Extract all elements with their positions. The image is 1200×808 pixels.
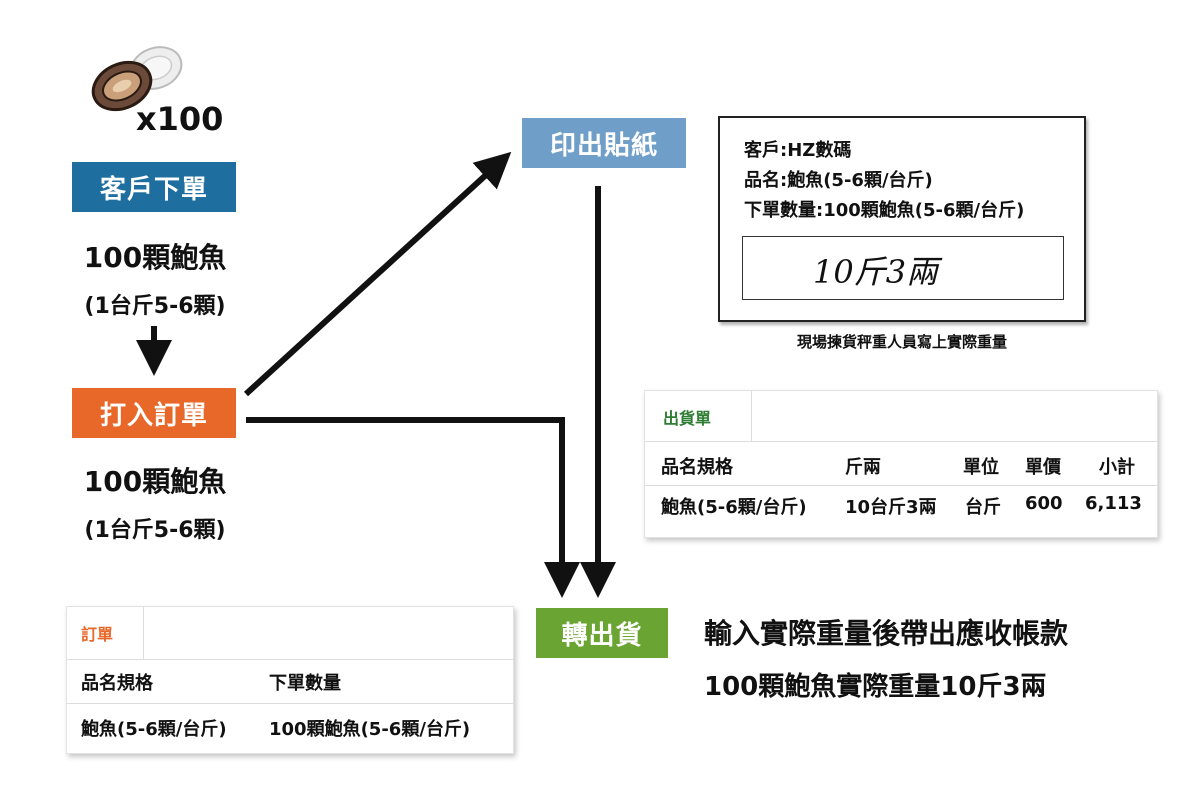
shipment-cell-weight: 10台斤3兩 <box>845 497 937 518</box>
final-note-title: 輸入實際重量後帶出應收帳款 <box>704 617 1069 650</box>
sticker-line-product: 品名:鮑魚(5-6顆/台斤) <box>744 170 933 191</box>
handwritten-weight: 10斤3兩 <box>813 253 939 291</box>
step-print-sticker: 印出貼紙 <box>522 118 686 168</box>
shipment-header-weight: 斤兩 <box>845 457 881 478</box>
order-cell-quantity: 100顆鮑魚(5-6顆/台斤) <box>269 719 471 740</box>
order-card-title: 訂單 <box>81 625 114 644</box>
step-customer-order: 客戶下單 <box>72 162 236 212</box>
sticker-line-customer: 客戶:HZ數碼 <box>744 140 852 161</box>
order-card: 訂單 品名規格 下單數量 鮑魚(5-6顆/台斤) 100顆鮑魚(5-6顆/台斤) <box>66 606 514 754</box>
sticker-line-quantity: 下單數量:100顆鮑魚(5-6顆/台斤) <box>744 200 1025 221</box>
shipment-card-title: 出貨單 <box>663 409 712 428</box>
step-enter-order: 打入訂單 <box>72 388 236 438</box>
abalone-icon <box>86 40 196 120</box>
arrow-enter-to-print <box>243 151 512 397</box>
shipment-cell-price: 600 <box>1025 493 1063 514</box>
customer-order-main: 100顆鮑魚 <box>83 241 227 274</box>
shipment-header-subtotal: 小計 <box>1099 457 1135 478</box>
shipment-header-price: 單價 <box>1025 457 1061 478</box>
shipment-cell-subtotal: 6,113 <box>1085 493 1142 514</box>
arrow-enter-to-shipment <box>246 417 580 598</box>
quantity-badge: x100 <box>136 100 224 138</box>
final-note-detail: 100顆鮑魚實際重量10斤3兩 <box>704 672 1047 702</box>
order-cell-spec: 鮑魚(5-6顆/台斤) <box>81 719 227 740</box>
shipment-card: 出貨單 品名規格 斤兩 單位 單價 小計 鮑魚(5-6顆/台斤) 10台斤3兩 … <box>644 390 1158 538</box>
customer-order-sub: (1台斤5-6顆) <box>84 294 226 319</box>
handwritten-weight-box: 10斤3兩 <box>742 236 1064 300</box>
step-convert-shipment: 轉出貨 <box>536 608 668 658</box>
order-header-spec: 品名規格 <box>81 673 153 694</box>
enter-order-sub: (1台斤5-6顆) <box>84 518 226 543</box>
sticker-label: 客戶:HZ數碼 品名:鮑魚(5-6顆/台斤) 下單數量:100顆鮑魚(5-6顆/… <box>718 116 1086 322</box>
order-header-quantity: 下單數量 <box>269 673 341 694</box>
shipment-cell-unit: 台斤 <box>965 497 1001 518</box>
shipment-header-spec: 品名規格 <box>661 457 733 478</box>
enter-order-main: 100顆鮑魚 <box>83 465 227 498</box>
sticker-caption: 現場揀貨秤重人員寫上實際重量 <box>796 333 1007 351</box>
shipment-cell-spec: 鮑魚(5-6顆/台斤) <box>661 497 807 518</box>
shipment-header-unit: 單位 <box>963 457 999 478</box>
